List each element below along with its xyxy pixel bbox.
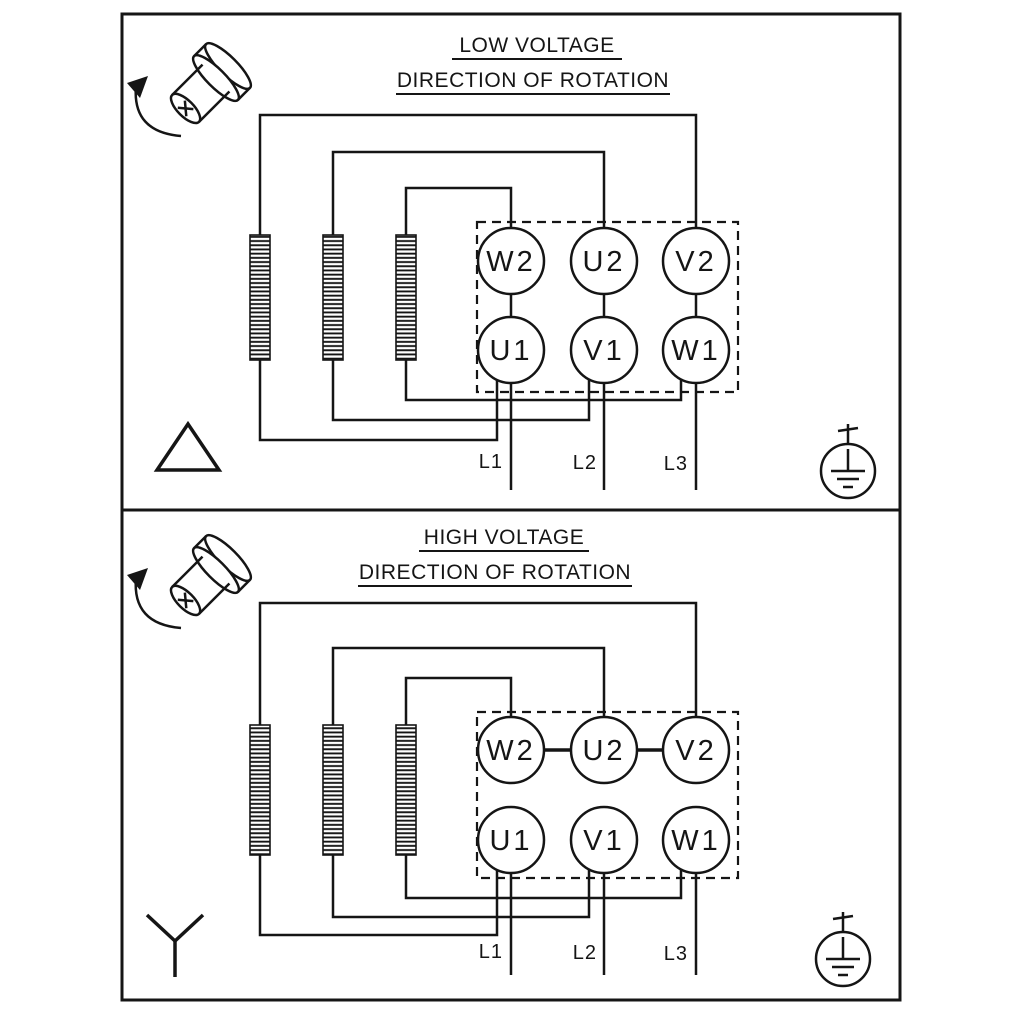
terminal-w1: W1 [661, 315, 731, 385]
wire-coil1-to-u1 [258, 855, 499, 937]
supply-label-l1: L1 [479, 941, 503, 963]
terminal-u2: U2 [569, 715, 639, 785]
winding-coil-1 [249, 234, 271, 361]
supply-label-l1: L1 [479, 451, 503, 473]
panel-title: LOW VOLTAGE [459, 34, 614, 57]
supply-label-l3: L3 [664, 453, 688, 475]
winding-coil-1 [249, 724, 271, 856]
terminal-u1: U1 [476, 805, 546, 875]
wire-coil2-to-v1 [331, 360, 591, 422]
terminal-w1: W1 [661, 805, 731, 875]
terminal-v2: V2 [661, 226, 731, 296]
terminal-label: U2 [582, 735, 625, 767]
winding-coil-3 [395, 724, 417, 856]
wire-coil1-to-v2 [258, 601, 698, 725]
wire-coil1-to-v2 [258, 113, 698, 235]
wire-coil3-to-w1 [404, 360, 683, 402]
winding-coil-2 [322, 234, 344, 361]
supply-labels: L1 L2 L3 [479, 451, 688, 475]
terminal-label: V1 [583, 825, 624, 857]
motor-shaft-rotation-icon [125, 36, 258, 138]
protective-earth-icon [814, 910, 872, 988]
wire-coil3-to-w2 [404, 186, 513, 235]
high-voltage-panel: HIGH VOLTAGE DIRECTION OF ROTATION [120, 508, 902, 1002]
terminal-w2: W2 [476, 715, 546, 785]
wire-coil2-to-u2 [331, 150, 606, 235]
terminal-label: W2 [486, 735, 536, 767]
low-voltage-panel: LOW VOLTAGE DIRECTION OF ROTATION [120, 12, 902, 512]
terminal-block: W2 U2 V2 U1 V1 W1 [476, 715, 731, 875]
terminal-label: V1 [583, 335, 624, 367]
winding-coils [249, 234, 417, 361]
terminal-v1: V1 [569, 315, 639, 385]
wire-coil3-to-w1 [404, 855, 683, 900]
terminal-label: W1 [671, 825, 721, 857]
terminal-v2: V2 [661, 715, 731, 785]
terminal-block-outline [475, 710, 740, 880]
winding-coil-2 [322, 724, 344, 856]
terminal-v1: V1 [569, 805, 639, 875]
supply-labels: L1 L2 L3 [479, 941, 688, 965]
wires [258, 113, 698, 490]
terminal-u2: U2 [569, 226, 639, 296]
wire-coil2-to-v1 [331, 855, 591, 919]
wire-coil3-to-w2 [404, 676, 513, 725]
motor-shaft-rotation-icon [125, 528, 258, 630]
panel-subtitle: DIRECTION OF ROTATION [397, 69, 669, 92]
protective-earth-icon [819, 422, 877, 500]
terminal-label: U1 [489, 825, 532, 857]
panel-border [120, 508, 902, 1002]
supply-label-l2: L2 [573, 942, 597, 964]
terminal-label: U2 [582, 246, 625, 278]
supply-label-l3: L3 [664, 943, 688, 965]
terminal-label: V2 [675, 246, 716, 278]
winding-coil-3 [395, 234, 417, 361]
terminal-w2: W2 [476, 226, 546, 296]
wire-coil2-to-u2 [331, 646, 606, 725]
panel-title: HIGH VOLTAGE [424, 526, 584, 549]
terminal-label: W2 [486, 246, 536, 278]
wires [258, 601, 698, 975]
delta-symbol [153, 420, 223, 472]
panel-subtitle: DIRECTION OF ROTATION [359, 561, 631, 584]
winding-coils [249, 724, 417, 856]
supply-label-l2: L2 [573, 452, 597, 474]
terminal-block-outline [475, 220, 740, 394]
terminal-label: U1 [489, 335, 532, 367]
star-symbol [145, 913, 205, 977]
terminal-label: V2 [675, 735, 716, 767]
terminal-block: W2 U2 V2 U1 V1 W1 [476, 226, 731, 385]
terminal-label: W1 [671, 335, 721, 367]
terminal-u1: U1 [476, 315, 546, 385]
wire-coil1-to-u1 [258, 360, 499, 442]
